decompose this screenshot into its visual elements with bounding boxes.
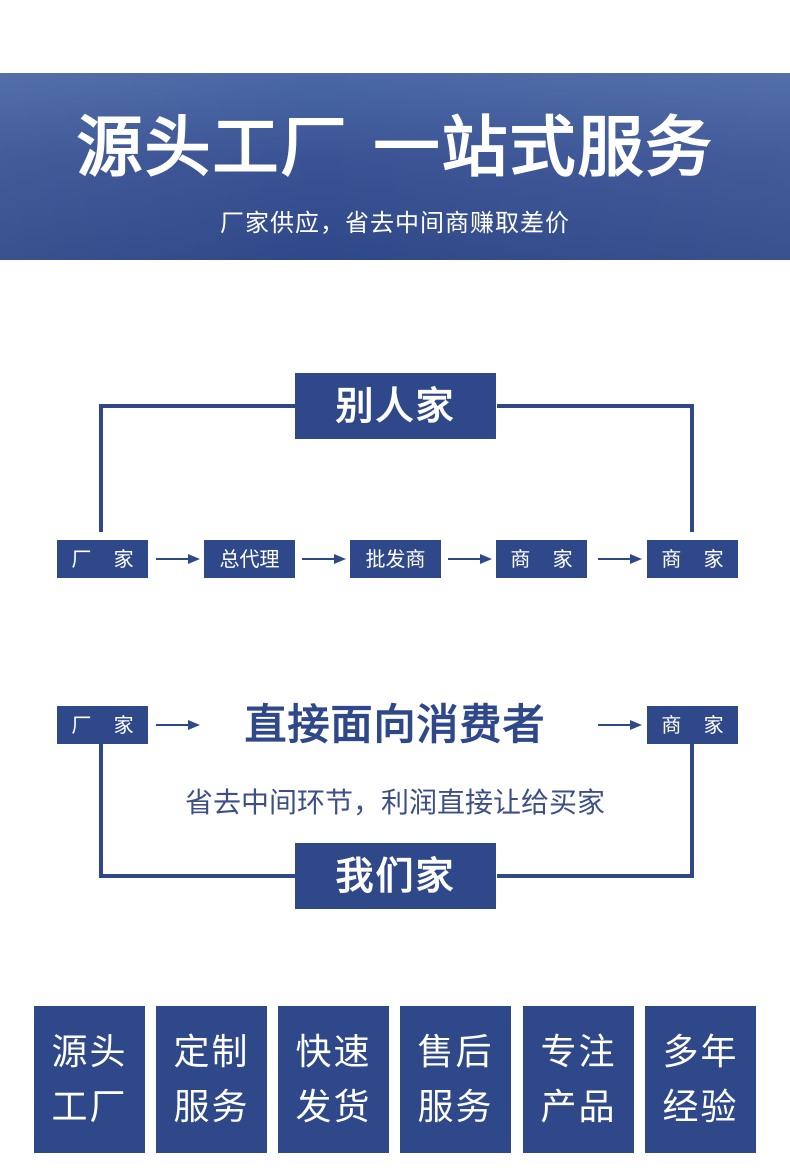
connector-left-horizontal	[99, 404, 295, 408]
feature-line2: 工厂	[51, 1087, 128, 1128]
feature-line2: 产品	[540, 1087, 617, 1128]
connector-right-horizontal	[497, 404, 694, 408]
connector-left-horizontal	[99, 874, 295, 878]
banner-subtitle: 厂家供应，省去中间商赚取差价	[220, 209, 570, 237]
direct-to-consumer-subtitle: 省去中间环节，利润直接让给买家	[184, 786, 605, 819]
connector-right-horizontal	[497, 874, 694, 878]
feature-tile: 快速 发货	[278, 1006, 389, 1153]
arrow-right-icon	[598, 553, 642, 565]
feature-line2: 发货	[295, 1087, 372, 1128]
feature-tile: 多年 经验	[645, 1006, 756, 1153]
ours-node-merchant: 商 家	[647, 706, 738, 744]
feature-line1: 专注	[540, 1032, 617, 1073]
top-banner: 源头工厂 一站式服务 厂家供应，省去中间商赚取差价	[0, 73, 790, 260]
feature-line2: 服务	[173, 1087, 250, 1128]
feature-line2: 经验	[662, 1087, 739, 1128]
arrow-right-icon	[156, 719, 200, 731]
feature-line1: 售后	[417, 1032, 494, 1073]
feature-line1: 多年	[662, 1032, 739, 1073]
feature-tile: 专注 产品	[523, 1006, 634, 1153]
connector-left-vertical	[99, 404, 103, 532]
connector-right-vertical	[690, 744, 694, 878]
chain-node-wholesaler: 批发商	[350, 540, 441, 578]
banner-title: 源头工厂 一站式服务	[76, 109, 714, 186]
chain-node-merchant: 商 家	[496, 540, 587, 578]
direct-to-consumer-title: 直接面向消费者	[244, 700, 546, 749]
chain-node-manufacturer: 厂 家	[57, 540, 148, 578]
arrow-right-icon	[302, 553, 346, 565]
connector-right-vertical	[690, 404, 694, 532]
feature-line2: 服务	[417, 1087, 494, 1128]
others-heading: 别人家	[295, 373, 496, 439]
feature-line1: 快速	[295, 1032, 372, 1073]
feature-tile: 售后 服务	[400, 1006, 511, 1153]
ours-node-manufacturer: 厂 家	[57, 706, 148, 744]
arrow-right-icon	[448, 553, 492, 565]
arrow-right-icon	[156, 553, 200, 565]
chain-node-merchant-end: 商 家	[647, 540, 738, 578]
feature-line1: 源头	[51, 1032, 128, 1073]
feature-tile: 源头 工厂	[34, 1006, 145, 1153]
chain-node-general-agent: 总代理	[204, 540, 295, 578]
ours-heading: 我们家	[295, 843, 496, 909]
feature-tile: 定制 服务	[156, 1006, 267, 1153]
arrow-right-icon	[598, 719, 642, 731]
feature-line1: 定制	[173, 1032, 250, 1073]
connector-left-vertical	[99, 744, 103, 878]
